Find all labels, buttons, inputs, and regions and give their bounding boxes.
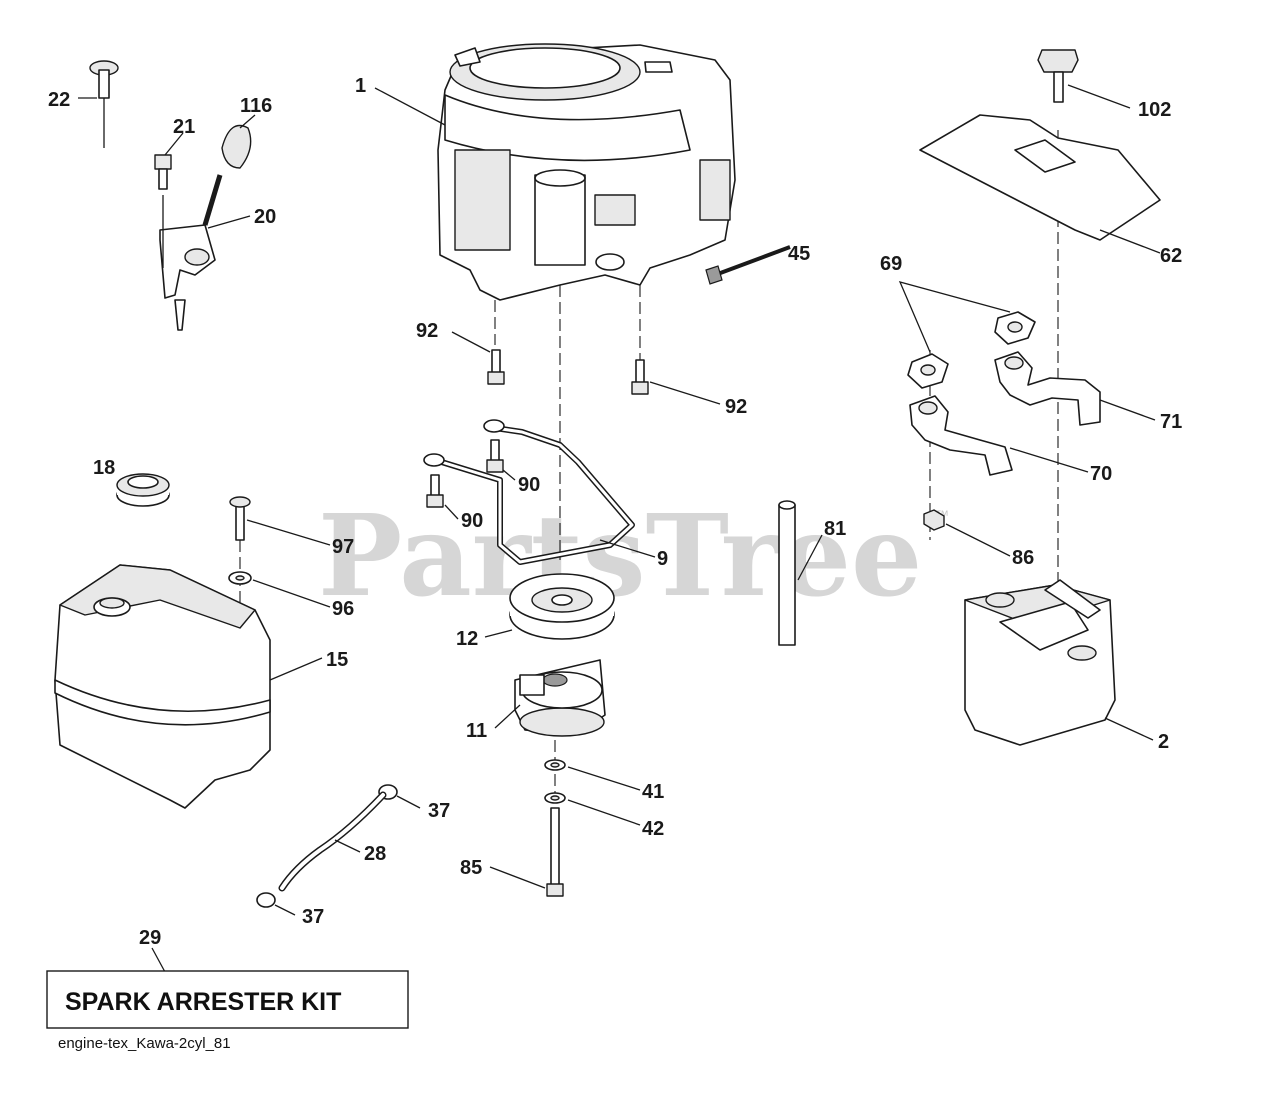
engine-part[interactable]: [437, 43, 736, 301]
gasket-69-lower-part[interactable]: [907, 353, 949, 389]
callout-22: 22: [48, 89, 70, 111]
callout-12: 12: [456, 628, 478, 650]
callout-70: 70: [1090, 463, 1112, 485]
bolt-85-part[interactable]: [546, 807, 564, 897]
nut-86-part[interactable]: [923, 509, 945, 531]
throttle-bolt-part[interactable]: [154, 154, 172, 190]
callout-11: 11: [466, 720, 487, 742]
callout-37-top: 37: [428, 800, 450, 822]
callout-86: 86: [1012, 547, 1034, 569]
callout-85: 85: [460, 857, 482, 879]
throttle-control-part[interactable]: [159, 174, 223, 331]
washer-42-part[interactable]: [544, 792, 566, 804]
choke-knob-part[interactable]: [89, 60, 119, 148]
bolt-92-left-part[interactable]: [487, 349, 505, 385]
callout-41: 41: [642, 781, 664, 803]
callout-69: 69: [880, 253, 902, 275]
screw-102-part[interactable]: [1037, 49, 1079, 103]
leader-lines: [78, 84, 1161, 973]
fuel-hose-bracket-part[interactable]: [423, 419, 635, 565]
callout-1: 1: [355, 75, 366, 97]
clutch-part[interactable]: [514, 659, 606, 737]
fuel-line-part[interactable]: [278, 791, 387, 892]
callout-92-right: 92: [725, 396, 747, 418]
callout-45: 45: [788, 243, 810, 265]
knob-116-part[interactable]: [221, 124, 252, 169]
clamp-bottom-part[interactable]: [256, 892, 276, 908]
washer-41-part[interactable]: [544, 759, 566, 771]
fuel-cap-part[interactable]: [116, 473, 170, 507]
bolt-90-upper-part[interactable]: [486, 439, 504, 473]
screw-97-part[interactable]: [229, 496, 251, 541]
callout-71: 71: [1160, 411, 1182, 433]
callout-81: 81: [824, 518, 846, 540]
fuel-tank-part[interactable]: [54, 564, 271, 809]
gasket-69-upper-part[interactable]: [994, 311, 1036, 345]
callout-20: 20: [254, 206, 276, 228]
callout-90-lower: 90: [461, 510, 483, 532]
spark-arrester-kit-box[interactable]: SPARK ARRESTER KIT: [46, 970, 409, 1029]
exhaust-pipe-70-part[interactable]: [909, 395, 1013, 476]
callout-29: 29: [139, 927, 161, 949]
callout-42: 42: [642, 818, 664, 840]
pulley-part[interactable]: [509, 573, 615, 640]
muffler-part[interactable]: [964, 579, 1116, 746]
callout-92-left: 92: [416, 320, 438, 342]
callout-62: 62: [1160, 245, 1182, 267]
bolt-90-lower-part[interactable]: [426, 474, 444, 508]
exhaust-pipe-71-part[interactable]: [994, 351, 1101, 426]
bolt-92-right-part[interactable]: [631, 359, 649, 395]
callout-116: 116: [240, 95, 272, 117]
callout-15: 15: [326, 649, 348, 671]
callout-21: 21: [173, 116, 195, 138]
callout-28: 28: [364, 843, 386, 865]
heat-shield-part[interactable]: [919, 114, 1161, 241]
spacer-part[interactable]: [778, 500, 796, 646]
callout-37-bottom: 37: [302, 906, 324, 928]
spark-arrester-kit-label: SPARK ARRESTER KIT: [65, 988, 341, 1016]
callout-96: 96: [332, 598, 354, 620]
callout-97: 97: [332, 536, 354, 558]
diagram-caption: engine-tex_Kawa-2cyl_81: [58, 1035, 231, 1052]
callout-18: 18: [93, 457, 115, 479]
callout-90-upper: 90: [518, 474, 540, 496]
callout-102: 102: [1138, 99, 1171, 121]
washer-96-part[interactable]: [228, 571, 252, 585]
callout-2: 2: [1158, 731, 1169, 753]
callout-9: 9: [657, 548, 668, 570]
